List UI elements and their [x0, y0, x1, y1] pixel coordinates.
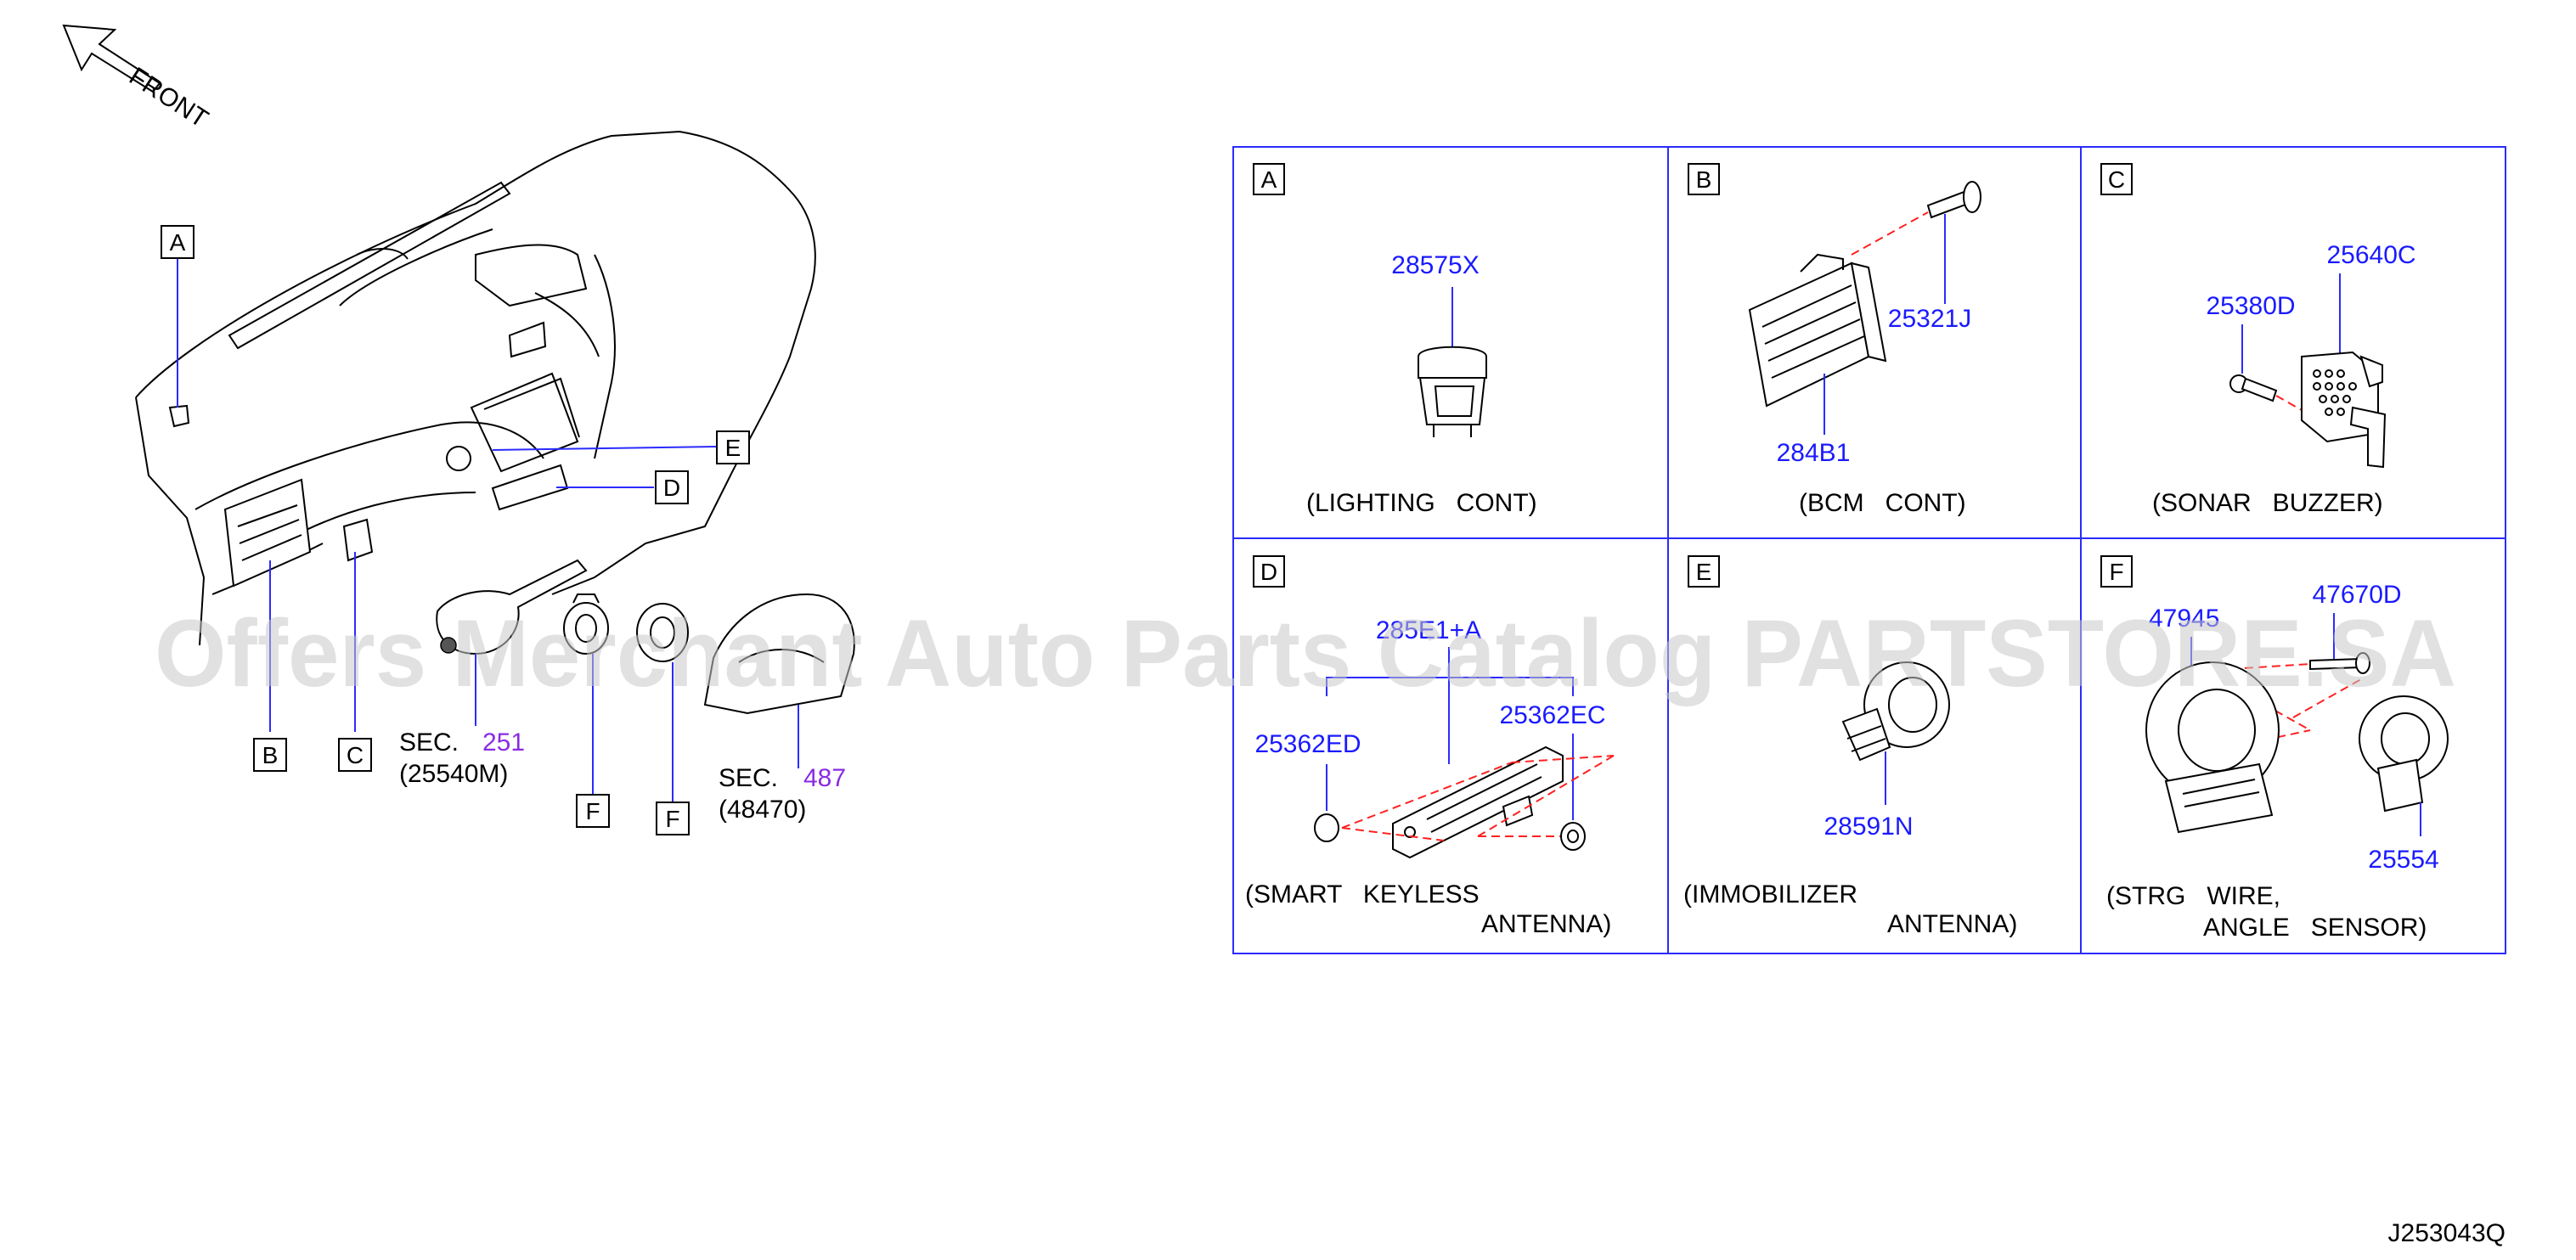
part-47670d[interactable]: 47670D [2312, 581, 2401, 609]
sec-487-prefix: SEC. [719, 764, 778, 792]
angle-sensor-icon [2359, 695, 2449, 813]
bolt-icon [1926, 181, 1981, 219]
sec-487-link[interactable]: 487 [803, 764, 846, 792]
grommet-icon [1314, 813, 1586, 851]
part-25321j[interactable]: 25321J [1888, 305, 1971, 333]
diagram-id: J253043Q [2388, 1219, 2506, 1247]
sec-251-link[interactable]: 251 [482, 728, 525, 757]
steering-wire-clock-spring-icon [2145, 661, 2280, 834]
sonar-buzzer-icon [2301, 351, 2387, 469]
svg-text:E: E [725, 435, 741, 461]
part-285e1-a[interactable]: 285E1+A [1376, 616, 1481, 644]
immobilizer-antenna-icon [1841, 661, 1950, 762]
screw-icon-f [2309, 652, 2370, 674]
part-25362ec[interactable]: 25362EC [1499, 701, 1605, 729]
keyless-antenna-icon [1392, 745, 1564, 859]
caption-antenna-d: ANTENNA) [1481, 910, 1611, 938]
sec-487-part: (48470) [719, 796, 806, 824]
svg-text:A: A [1261, 166, 1277, 193]
overview-leaders [177, 256, 799, 812]
caption-sonar-buzzer: (SONAR BUZZER) [2152, 489, 2383, 517]
caption-immobilizer: (IMMOBILIZER [1683, 880, 1857, 908]
svg-text:C: C [2108, 166, 2125, 193]
panel-a: A 28575X (LIGHTING CONT) [1253, 163, 1537, 517]
svg-text:A: A [170, 229, 186, 256]
callout-e: E [716, 430, 750, 464]
callout-f-angle-sensor: F [656, 802, 690, 835]
part-25380d[interactable]: 25380D [2206, 292, 2295, 320]
callout-d: D [655, 470, 689, 504]
sec-251-prefix: SEC. [399, 728, 459, 757]
callout-b: B [253, 738, 287, 772]
svg-text:E: E [1696, 559, 1712, 585]
caption-bcm-cont: (BCM CONT) [1799, 489, 1966, 517]
panel-e: E 28591N (IMMOBILIZER ANTENNA) [1683, 555, 2017, 938]
part-47945[interactable]: 47945 [2149, 605, 2219, 633]
caption-angle-sensor: ANGLE SENSOR) [2203, 914, 2427, 942]
svg-text:D: D [1260, 559, 1277, 585]
panel-d: D 285E1+A 25362ED 25362EC (SMART KEYLESS… [1245, 555, 1615, 938]
svg-text:B: B [1696, 166, 1712, 193]
caption-smart-keyless: (SMART KEYLESS [1245, 880, 1480, 908]
callout-c: C [338, 738, 372, 772]
caption-antenna-e: ANTENNA) [1887, 910, 2017, 938]
callout-a: A [161, 225, 194, 259]
part-25362ed[interactable]: 25362ED [1254, 730, 1361, 758]
callout-f-clock-spring: F [576, 794, 610, 828]
detail-grid [1232, 146, 2506, 954]
svg-text:F: F [585, 798, 600, 824]
front-arrow-icon [62, 24, 161, 93]
lighting-switch-icon [1418, 346, 1487, 437]
part-28591n[interactable]: 28591N [1823, 813, 1913, 841]
dashboard-illustration [135, 130, 855, 715]
panel-f: F 47945 47670D 25554 (STRG WIRE, ANGLE S… [2100, 555, 2449, 942]
front-label: FRONT [124, 62, 213, 133]
part-284b1[interactable]: 284B1 [1777, 439, 1851, 467]
panel-b: B 25321J 284B1 (BCM CONT) [1688, 163, 1981, 517]
svg-text:F: F [665, 806, 679, 832]
caption-lighting-cont: (LIGHTING CONT) [1306, 489, 1537, 517]
panel-c: C 25640C 25380D (SONAR BUZZER) [2100, 163, 2416, 517]
part-25554[interactable]: 25554 [2368, 846, 2438, 874]
svg-text:F: F [2109, 559, 2123, 585]
sec-251-part: (25540M) [399, 760, 508, 788]
screw-icon [2229, 374, 2278, 402]
caption-strg-wire: (STRG WIRE, [2106, 882, 2280, 910]
svg-text:D: D [663, 475, 680, 501]
part-28575x[interactable]: 28575X [1391, 251, 1479, 279]
watermark: Offers Merchant Auto Parts Catalog PARTS… [155, 600, 2456, 706]
bcm-module-icon [1748, 253, 1887, 408]
part-25640c[interactable]: 25640C [2326, 241, 2415, 269]
svg-text:C: C [347, 742, 364, 768]
svg-text:B: B [262, 742, 279, 768]
